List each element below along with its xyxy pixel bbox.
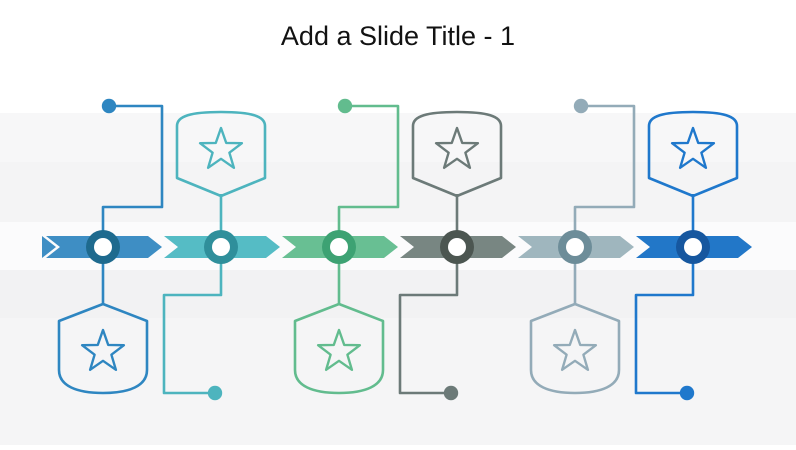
milestone-node-center-1 (94, 238, 112, 256)
connector-dot-4 (443, 385, 459, 401)
milestone-node-center-3 (330, 238, 348, 256)
star-icon-3 (316, 328, 362, 371)
milestone-node-4[interactable] (440, 230, 474, 264)
milestone-node-6[interactable] (676, 230, 710, 264)
star-badge-3[interactable] (293, 302, 385, 395)
star-badge-2[interactable] (175, 110, 267, 198)
connector-dot-3 (337, 98, 353, 114)
connector-dot-2 (207, 385, 223, 401)
milestone-node-1[interactable] (86, 230, 120, 264)
timeline-lead-arrow-icon[interactable] (42, 236, 56, 258)
milestone-node-center-4 (448, 238, 466, 256)
star-badge-6[interactable] (647, 110, 739, 198)
star-icon-1 (80, 328, 126, 371)
milestone-node-5[interactable] (558, 230, 592, 264)
milestone-node-center-5 (566, 238, 584, 256)
connector-dot-6 (679, 385, 695, 401)
background-band-5 (0, 318, 796, 445)
star-icon-5 (552, 328, 598, 371)
star-badge-4[interactable] (411, 110, 503, 198)
star-badge-1[interactable] (57, 302, 149, 395)
connector-dot-1 (101, 98, 117, 114)
star-icon-6 (670, 126, 716, 170)
star-icon-4 (434, 126, 480, 170)
milestone-node-center-6 (684, 238, 702, 256)
slide-title[interactable]: Add a Slide Title - 1 (280, 21, 516, 51)
milestone-node-2[interactable] (204, 230, 238, 264)
star-badge-5[interactable] (529, 302, 621, 395)
milestone-node-3[interactable] (322, 230, 356, 264)
connector-dot-5 (573, 98, 589, 114)
milestone-node-center-2 (212, 238, 230, 256)
star-icon-2 (198, 126, 244, 170)
